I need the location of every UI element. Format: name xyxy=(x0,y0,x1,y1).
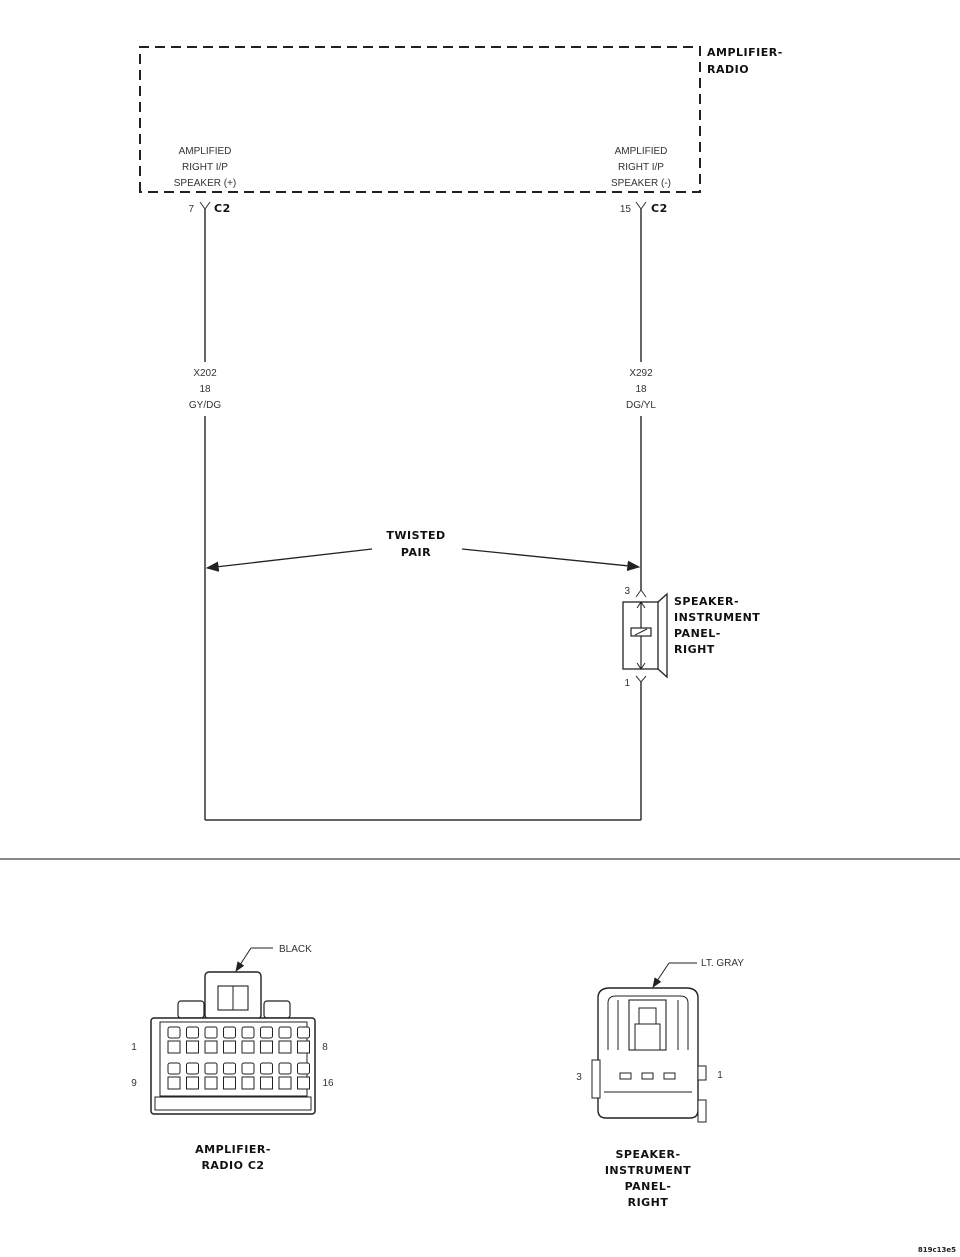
amp-pin-cavity-top xyxy=(204,1062,218,1075)
speaker-connector-caption-line1: SPEAKER- xyxy=(615,1148,680,1161)
wire-right-circuit: X292 xyxy=(629,368,653,379)
amp-pin-cavity-top xyxy=(260,1062,273,1075)
amp-pin-cavity-top xyxy=(297,1062,310,1075)
module-name-line1: AMPLIFIER- xyxy=(707,46,783,59)
pin-right-number: 15 xyxy=(620,204,632,215)
speaker-connector-caption-line2: INSTRUMENT xyxy=(605,1164,691,1177)
twisted-pair-line2: PAIR xyxy=(401,546,431,559)
wire-left-gauge: 18 xyxy=(199,384,211,395)
speaker-name-line1: SPEAKER- xyxy=(674,595,739,608)
speaker-connector-caption-line3: PANEL- xyxy=(625,1180,672,1193)
amp-pin-label-9: 9 xyxy=(131,1078,137,1089)
amp-pin-cavity-top xyxy=(260,1026,273,1039)
amp-pin-cavity-top xyxy=(223,1026,236,1039)
speaker-connector-pin-3: 3 xyxy=(576,1072,582,1083)
twisted-pair-line1: TWISTED xyxy=(386,529,445,542)
twisted-pair-callout: TWISTED PAIR xyxy=(205,529,641,572)
speaker-connector-caption-line4: RIGHT xyxy=(628,1196,669,1209)
amp-pin-cavity xyxy=(223,1076,236,1090)
pin-right-desc-line2: RIGHT I/P xyxy=(618,162,664,173)
amp-pin-cavity xyxy=(278,1040,292,1054)
amp-pin-cavity-top xyxy=(223,1062,236,1075)
pin-7-connector: 7 C2 xyxy=(188,201,231,215)
amp-pin-cavity xyxy=(297,1040,310,1054)
amp-pin-cavity xyxy=(260,1076,273,1090)
speaker-connector-pin-1: 1 xyxy=(717,1070,723,1081)
speaker-connector-color-label: LT. GRAY xyxy=(701,958,744,969)
amp-pin-cavity-top xyxy=(186,1026,199,1039)
amp-pin-label-1: 1 xyxy=(131,1042,137,1053)
amp-pin-cavity xyxy=(297,1076,310,1090)
pin-left-desc-line2: RIGHT I/P xyxy=(182,162,228,173)
wire-right-gauge: 18 xyxy=(635,384,647,395)
connector-left-label: C2 xyxy=(214,202,231,215)
amp-pin-cavity xyxy=(241,1040,255,1054)
speaker-pin-top: 3 xyxy=(624,586,630,597)
amp-pin-cavity xyxy=(204,1076,218,1090)
amp-pin-cavity-top xyxy=(241,1026,255,1039)
pin-15-connector: 15 C2 xyxy=(620,201,668,215)
amp-pin-cavity-top xyxy=(204,1026,218,1039)
figure-id: 819c13e5 xyxy=(918,1246,956,1254)
pin-right-desc-line1: AMPLIFIED xyxy=(615,146,668,157)
amp-pin-cavity-top xyxy=(186,1062,199,1075)
amp-pin-cavity xyxy=(186,1076,199,1090)
connector-right-label: C2 xyxy=(651,202,668,215)
wire-left-circuit: X202 xyxy=(193,368,217,379)
amp-pin-cavity xyxy=(167,1076,181,1090)
amp-pin-cavity-top xyxy=(167,1026,181,1039)
amp-pin-cavity-top xyxy=(167,1062,181,1075)
wire-right: X292 18 DG/YL xyxy=(626,209,656,820)
pin-left-number: 7 xyxy=(188,204,194,215)
speaker-pin-bottom: 1 xyxy=(624,678,630,689)
twisted-pair-arrow-right xyxy=(461,548,641,571)
amp-connector-color-label: BLACK xyxy=(279,944,312,955)
speaker-instrument-panel-right: 3 1 SPEAKER- INSTRUMENT PANEL- RIGHT xyxy=(622,586,760,689)
amp-pin-cavity-top xyxy=(278,1026,292,1039)
amp-pin-label-16: 16 xyxy=(322,1078,334,1089)
amp-pin-cavity xyxy=(260,1040,273,1054)
amp-pin-cavity xyxy=(186,1040,199,1054)
speaker-name-line4: RIGHT xyxy=(674,643,715,656)
module-name-line2: RADIO xyxy=(707,63,749,76)
amp-pin-label-8: 8 xyxy=(322,1042,328,1053)
pin-left-desc-line1: AMPLIFIED xyxy=(179,146,232,157)
amp-pin-cavity xyxy=(204,1040,218,1054)
wire-right-color: DG/YL xyxy=(626,400,656,411)
amp-pin-cavity-top xyxy=(278,1062,292,1075)
speaker-connector: LT. GRAY 3 1 SPEAKER- INSTRUMENT PANEL- … xyxy=(576,958,744,1209)
twisted-pair-arrow-left xyxy=(205,548,373,572)
amp-pin-cavity xyxy=(167,1040,181,1054)
pin-right-desc-line3: SPEAKER (-) xyxy=(611,178,671,189)
amp-connector-caption-line1: AMPLIFIER- xyxy=(195,1143,271,1156)
amp-pin-cavity xyxy=(223,1040,236,1054)
wire-left-color: GY/DG xyxy=(189,400,221,411)
speaker-name-line2: INSTRUMENT xyxy=(674,611,760,624)
amp-pin-cavity-top xyxy=(297,1026,310,1039)
amp-pin-cavity xyxy=(241,1076,255,1090)
amp-connector-caption-line2: RADIO C2 xyxy=(201,1159,264,1172)
amplifier-radio-c2-connector: BLACK 1 8 9 16 AMPLIFIER- RADIO C2 xyxy=(131,944,334,1172)
amp-pin-cavity-top xyxy=(241,1062,255,1075)
amplifier-radio-module: AMPLIFIER- RADIO AMPLIFIED RIGHT I/P SPE… xyxy=(139,46,783,193)
amp-pin-cavity xyxy=(278,1076,292,1090)
pin-left-desc-line3: SPEAKER (+) xyxy=(174,178,237,189)
wire-left: X202 18 GY/DG xyxy=(189,209,221,820)
amp-pin-cavities xyxy=(167,1026,310,1090)
speaker-name-line3: PANEL- xyxy=(674,627,721,640)
